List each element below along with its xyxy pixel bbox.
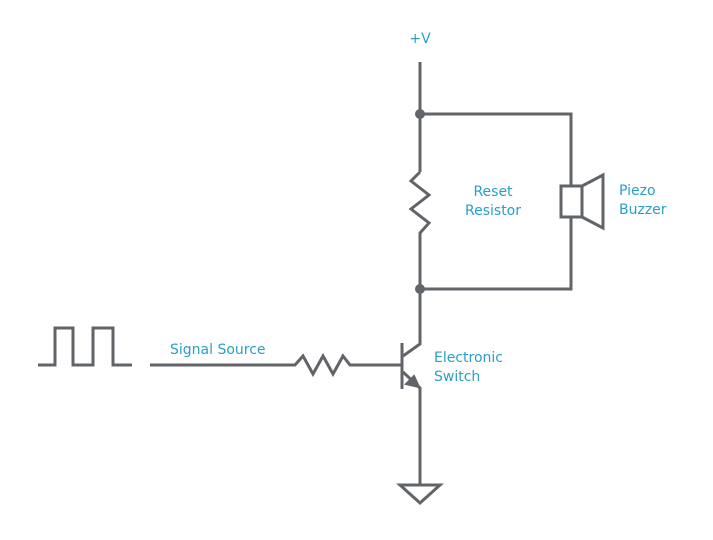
reset-resistor-label-1: Reset — [473, 184, 513, 200]
buzzer-bottom-wire — [420, 217, 573, 291]
reset-resistor-label-2: Resistor — [465, 203, 521, 219]
electronic-switch-label-1: Electronic — [434, 350, 503, 366]
supply-label: +V — [409, 31, 431, 47]
signal-source-label: Signal Source — [170, 342, 266, 358]
piezo-buzzer-label-1: Piezo — [619, 183, 656, 199]
transistor-icon — [400, 343, 422, 485]
reset-resistor — [408, 170, 432, 290]
electronic-switch-label-2: Switch — [434, 369, 480, 385]
junction-bottom — [415, 284, 425, 294]
junction-top — [415, 109, 425, 119]
piezo-buzzer-icon — [559, 172, 605, 231]
collector-wire — [402, 290, 422, 358]
buzzer-top-wire — [420, 112, 573, 186]
piezo-buzzer-label-2: Buzzer — [619, 202, 667, 218]
signal-wire — [150, 352, 402, 378]
ground-icon — [396, 483, 444, 506]
square-wave-icon — [38, 326, 132, 367]
